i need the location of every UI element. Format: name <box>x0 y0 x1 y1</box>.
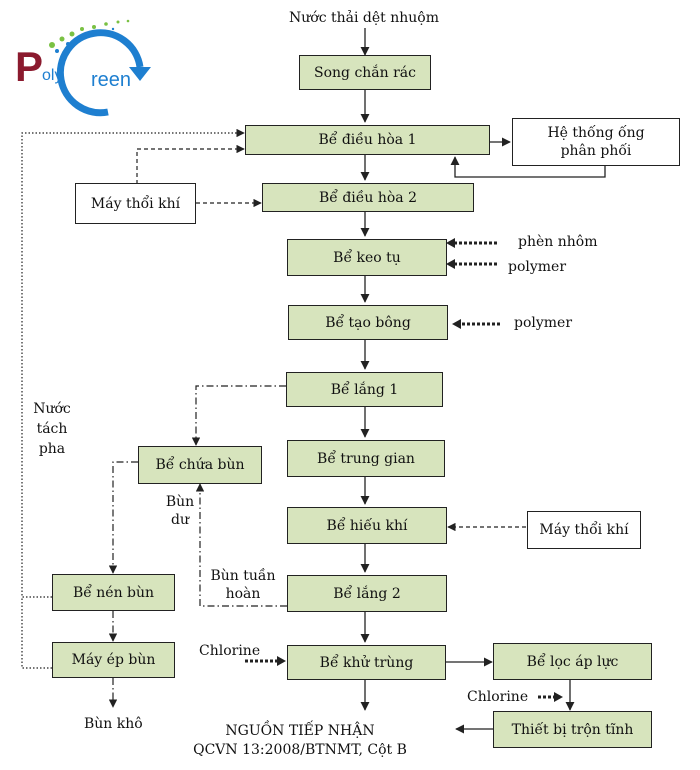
label-bun-tuan-hoan: Bùn tuần hoàn <box>210 568 276 602</box>
logo-text-reen: reen <box>91 69 132 91</box>
arrowhead-polymer-2 <box>452 319 461 329</box>
label-output-line2: QCVN 13:2008/BTNMT, Cột B <box>193 742 407 758</box>
node-may-thoi-khi-left: Máy thổi khí <box>75 183 196 224</box>
label-phen-nhom: phèn nhôm <box>518 234 598 250</box>
edge-chuabun-to-nenbun <box>108 461 138 574</box>
node-be-khu-trung: Bể khử trùng <box>287 645 446 680</box>
source-label: Nước thải dệt nhuộm <box>289 10 439 26</box>
label-nuoc-tach-pha: Nước tách pha <box>33 401 71 457</box>
arrowhead-phen-nhom <box>446 238 455 248</box>
label-chlorine-1: Chlorine <box>199 643 261 659</box>
node-may-ep-bun: Máy ép bùn <box>52 642 175 678</box>
node-be-dieu-hoa-2: Bể điều hòa 2 <box>262 183 474 212</box>
node-be-tao-bong: Bể tạo bông <box>288 305 448 340</box>
label-polymer-2: polymer <box>514 315 573 331</box>
node-be-hieu-khi: Bể hiếu khí <box>287 507 447 544</box>
arrowhead-chlorine-2 <box>554 692 563 702</box>
node-be-dieu-hoa-1: Bể điều hòa 1 <box>245 125 490 155</box>
edge-lang2-to-chuabun <box>195 483 287 607</box>
node-may-thoi-khi-right: Máy thổi khí <box>527 511 641 549</box>
arrowhead-polymer-1 <box>446 259 455 269</box>
label-chlorine-2: Chlorine <box>467 689 529 705</box>
node-be-loc-ap-luc: Bể lọc áp lực <box>493 643 652 680</box>
node-he-thong-ong: Hệ thống ống phân phối <box>512 118 680 166</box>
edge-return-to-dh1 <box>21 128 245 598</box>
label-polymer-1: polymer <box>508 259 567 275</box>
edge-lang1-to-chuabun <box>191 385 286 446</box>
node-be-nen-bun: Bể nén bùn <box>52 574 175 611</box>
node-be-keo-tu: Bể keo tụ <box>287 239 447 276</box>
logo-text-oly: oly <box>42 67 63 84</box>
label-output-line1: NGUỒN TIẾP NHẬN <box>225 723 375 739</box>
node-thiet-bi-tron-tinh: Thiết bị trộn tĩnh <box>493 711 652 748</box>
label-bun-kho: Bùn khô <box>84 716 143 732</box>
arrowhead-chlorine-1 <box>277 656 286 666</box>
node-be-lang-2: Bể lắng 2 <box>287 575 447 612</box>
edge-air-to-dh1 <box>136 144 245 191</box>
polygreen-logo: P oly reen <box>12 15 172 125</box>
logo-letter-p: P <box>15 43 44 90</box>
node-be-trung-gian: Bể trung gian <box>287 440 445 477</box>
logo-ring-icon <box>49 19 151 117</box>
node-be-chua-bun: Bể chứa bùn <box>138 446 262 484</box>
node-be-lang-1: Bể lắng 1 <box>286 372 443 407</box>
node-song-chan-rac: Song chắn rác <box>299 55 431 90</box>
edge-ong-return <box>450 156 606 178</box>
label-bun-du: Bùn dư <box>165 494 195 528</box>
edge-ep-to-return <box>21 597 52 669</box>
